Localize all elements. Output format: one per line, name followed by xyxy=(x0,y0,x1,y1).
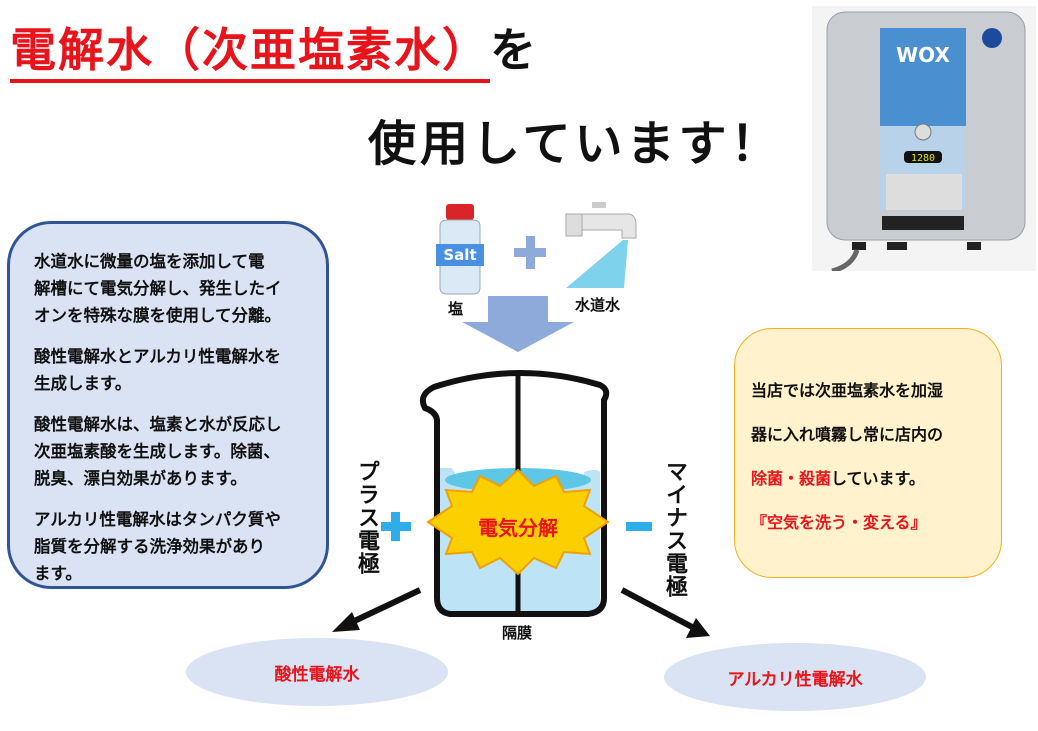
title-highlight: 電解水（次亜塩素水） xyxy=(10,23,490,83)
electrolysis-burst-icon xyxy=(426,468,610,576)
alkaline-water-ellipse: アルカリ性電解水 xyxy=(664,643,926,711)
plus-icon xyxy=(514,236,546,269)
title-line-2: 使用しています！ xyxy=(368,116,783,172)
electrolyzer-device-image: WOX 1280 xyxy=(812,6,1036,274)
svg-text:Salt: Salt xyxy=(443,246,476,264)
usage-line-3: 除菌・殺菌しています。 xyxy=(751,469,925,488)
title-suffix: を xyxy=(490,23,538,77)
down-arrow-icon xyxy=(462,296,574,352)
paragraph-4: アルカリ性電解水はタンパク質や脂質を分解する洗浄効果があります。 xyxy=(34,510,281,583)
plus-electrode-sign-icon xyxy=(381,512,411,541)
arrow-to-acid-icon xyxy=(332,587,422,632)
slogan: 『空気を洗う・変える』 xyxy=(751,513,927,532)
usage-line-2: 器に入れ噴霧し常に店内の xyxy=(751,425,944,444)
title-line-1: 電解水（次亜塩素水）を xyxy=(10,14,538,83)
paragraph-1: 水道水に微量の塩を添加して電解槽にて電気分解し、発生したイオンを特殊な膜を使用し… xyxy=(34,252,282,325)
minus-electrode-label: マイナス電極 xyxy=(662,460,687,598)
faucet-icon xyxy=(565,202,637,288)
plus-electrode-label: プラス電極 xyxy=(354,460,379,575)
explanation-box: 水道水に微量の塩を添加して電解槽にて電気分解し、発生したイオンを特殊な膜を使用し… xyxy=(7,221,329,589)
minus-electrode-sign-icon xyxy=(626,522,652,531)
salt-bottle-icon: Salt xyxy=(436,204,484,295)
acidic-water-ellipse: 酸性電解水 xyxy=(186,638,448,706)
tap-water-label: 水道水 xyxy=(575,296,621,314)
membrane-label: 隔膜 xyxy=(502,624,533,642)
paragraph-2: 酸性電解水とアルカリ性電解水を生成します。 xyxy=(34,347,281,393)
device-display: 1280 xyxy=(911,153,935,164)
usage-line-1: 当店では次亜塩素水を加湿 xyxy=(751,381,944,400)
device-brand: WOX xyxy=(896,43,950,67)
paragraph-3: 酸性電解水は、塩素と水が反応し次亜塩素酸を生成します。除菌、脱臭、漂白効果があり… xyxy=(34,415,282,488)
arrow-to-alkaline-icon xyxy=(620,587,710,638)
salt-label: 塩 xyxy=(448,300,464,318)
electrolysis-label: 電気分解 xyxy=(478,516,558,540)
store-usage-box: 当店では次亜塩素水を加湿 器に入れ噴霧し常に店内の 除菌・殺菌しています。 『空… xyxy=(734,328,1002,578)
